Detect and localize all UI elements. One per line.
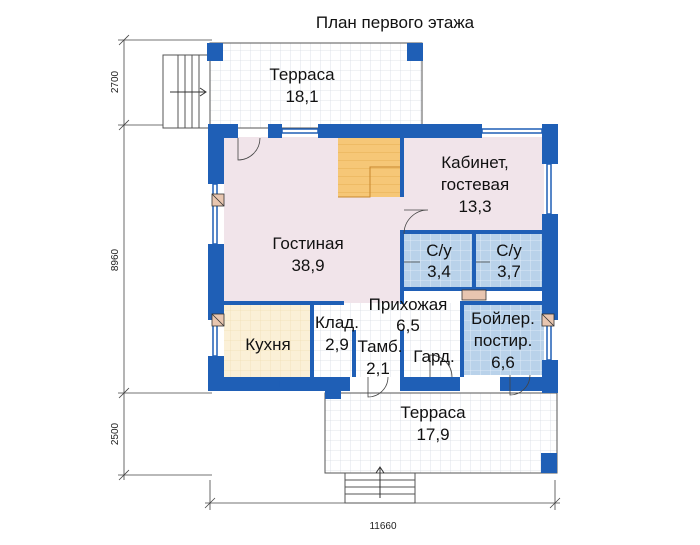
dim-total-width: 11660 xyxy=(369,521,397,532)
vestibule-name: Тамб. xyxy=(357,337,402,356)
dim-bottom-terrace: 2500 xyxy=(110,422,121,445)
boiler-name: Бойлер. xyxy=(471,309,535,328)
office-area: 13,3 xyxy=(458,197,491,216)
boiler-floor xyxy=(462,303,544,375)
wc1-floor xyxy=(402,233,474,290)
office-name-2: гостевая xyxy=(441,175,509,194)
dimension-lines xyxy=(118,34,561,510)
kitchen-name: Кухня xyxy=(245,335,291,354)
hall-floor xyxy=(354,303,462,377)
interior-walls xyxy=(224,137,544,377)
terrace-top-area: 18,1 xyxy=(285,87,318,106)
living-name: Гостиная xyxy=(272,234,343,253)
hall-name: Прихожая xyxy=(369,295,448,314)
vent-icons xyxy=(211,193,555,327)
terrace-bottom-area: 17,9 xyxy=(416,425,449,444)
plan-title: План первого этажа xyxy=(316,13,475,32)
hall-area: 6,5 xyxy=(396,316,420,335)
storage-name: Клад. xyxy=(315,313,359,332)
kitchen-floor xyxy=(224,303,312,377)
office-floor xyxy=(402,137,544,233)
wc1-area: 3,4 xyxy=(427,262,451,281)
terrace-bottom xyxy=(324,385,558,504)
storage-area: 2,9 xyxy=(325,335,349,354)
office-name: Кабинет, xyxy=(441,153,509,172)
wardrobe-name: Гард. xyxy=(413,347,454,366)
storage-floor xyxy=(312,303,354,377)
boiler-name-2: постир. xyxy=(474,331,533,350)
terrace-top-name: Терраса xyxy=(269,65,335,84)
dim-top-terrace: 2700 xyxy=(110,70,121,93)
dim-house-depth: 8960 xyxy=(110,248,121,271)
wc1-name: С/у xyxy=(426,241,452,260)
living-area: 38,9 xyxy=(291,256,324,275)
boiler-area: 6,6 xyxy=(491,353,515,372)
wc2-floor xyxy=(474,233,544,290)
vestibule-area: 2,1 xyxy=(366,359,390,378)
door-swings xyxy=(237,137,531,398)
terrace-bottom-name: Терраса xyxy=(400,403,466,422)
terrace-top xyxy=(162,42,423,129)
wc2-name: С/у xyxy=(496,241,522,260)
wc2-area: 3,7 xyxy=(497,262,521,281)
